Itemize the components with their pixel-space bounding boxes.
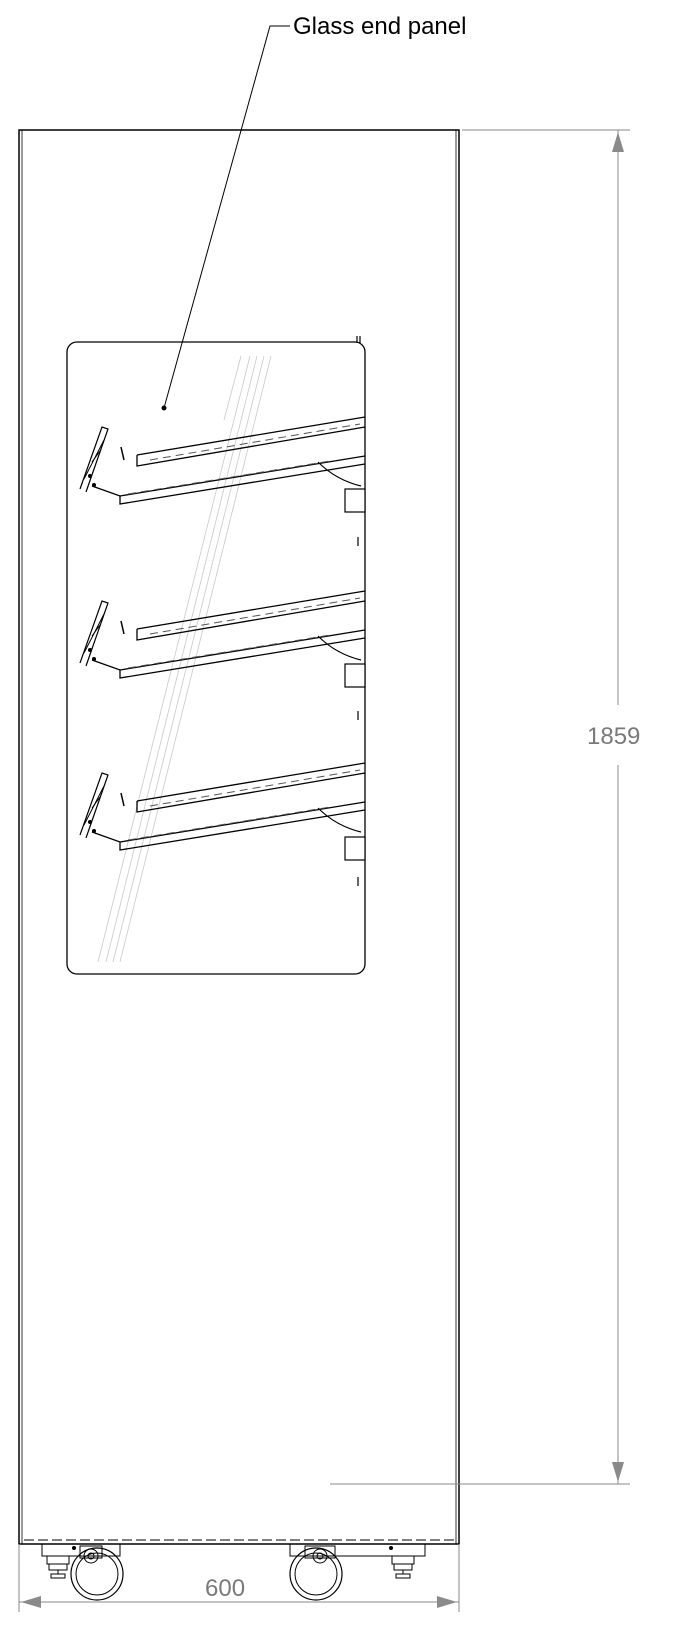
castor-left bbox=[41, 1543, 124, 1601]
callout-leader bbox=[163, 25, 290, 409]
height-dimension-label: 1859 bbox=[587, 723, 640, 750]
shelves-group bbox=[79, 416, 366, 851]
height-dimension bbox=[330, 129, 630, 1485]
castors bbox=[41, 1543, 426, 1601]
glass-end-panel bbox=[66, 336, 366, 975]
shelf-bottom bbox=[79, 762, 366, 851]
shelf-top bbox=[79, 416, 366, 505]
width-dimension-label: 600 bbox=[205, 1575, 245, 1602]
shelf-middle bbox=[79, 590, 366, 679]
panel-slots bbox=[344, 336, 366, 886]
callout-label: Glass end panel bbox=[293, 13, 466, 40]
cabinet-body bbox=[18, 129, 460, 1545]
width-dimension bbox=[18, 1544, 460, 1612]
castor-right bbox=[289, 1543, 426, 1601]
